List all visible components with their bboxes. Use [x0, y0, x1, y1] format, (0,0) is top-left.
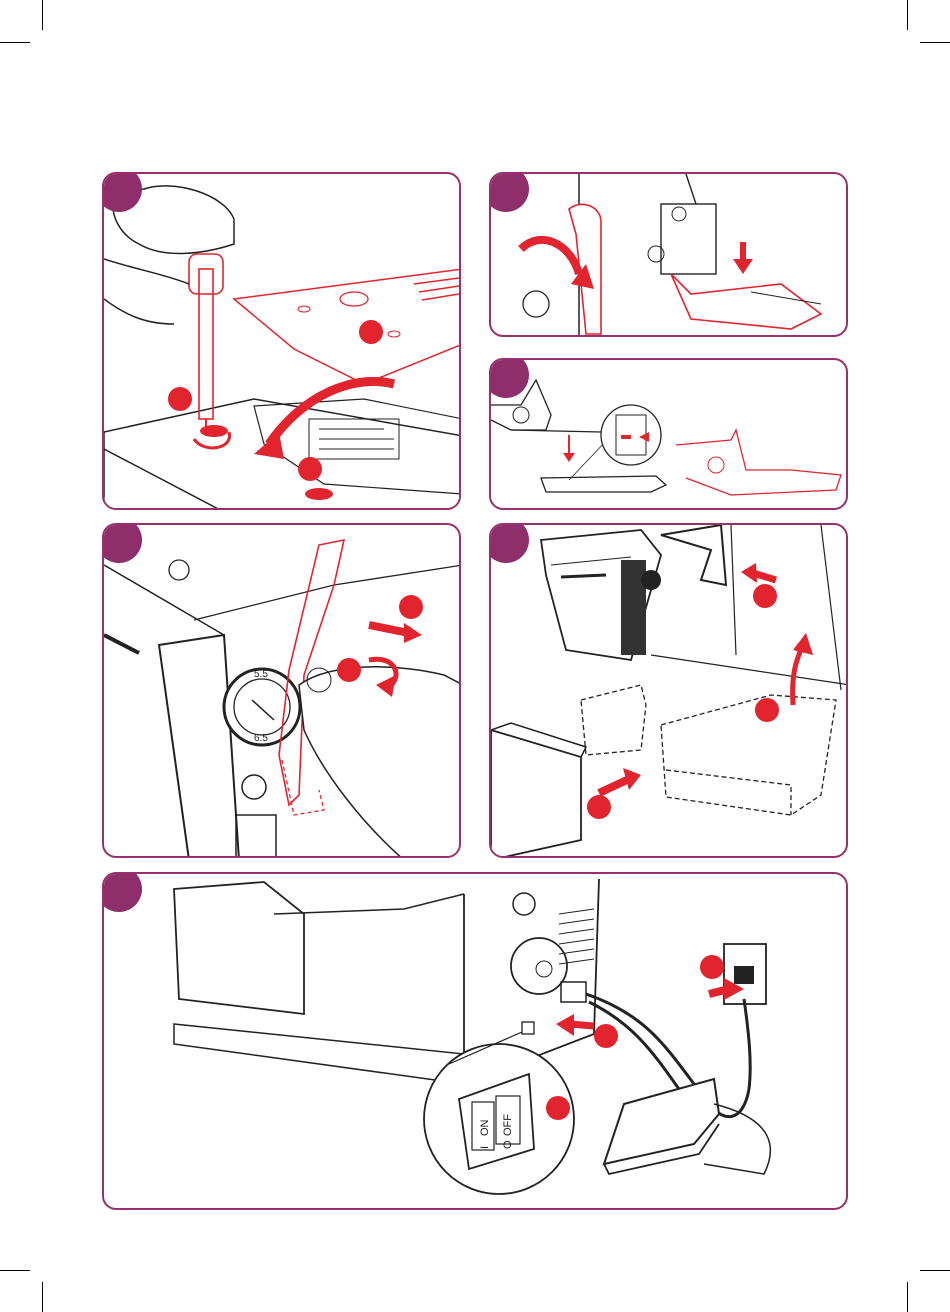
crop-mark	[907, 1282, 908, 1312]
panel-attach-foot	[489, 358, 848, 510]
crop-mark	[907, 0, 908, 30]
presser-foot-illustration	[491, 174, 848, 337]
dial-bottom-label: 6.5	[254, 733, 268, 744]
crop-mark	[920, 1270, 950, 1271]
dial-top-label: 5.5	[254, 669, 268, 680]
callout-dot	[399, 595, 423, 619]
foot-attach-illustration	[491, 360, 848, 510]
callout-dot	[337, 658, 361, 682]
extension-table-illustration	[491, 525, 848, 858]
panel-dial-adjustment: 5.5 6.5	[102, 523, 461, 858]
callout-dot	[594, 1024, 618, 1048]
power-connection-illustration	[104, 874, 848, 1210]
crop-mark	[0, 1270, 30, 1271]
switch-off-label: OFF	[502, 1114, 514, 1136]
panel-extension-table	[489, 523, 848, 858]
crop-mark	[42, 1282, 43, 1312]
callout-dot	[298, 457, 322, 481]
panel-power-connection: ON OFF I O	[102, 872, 848, 1210]
panel-needle-plate-removal	[102, 172, 461, 510]
crop-mark	[0, 42, 30, 43]
switch-off-symbol: O	[502, 1140, 514, 1149]
crop-mark	[920, 42, 950, 43]
callout-dot	[755, 698, 779, 722]
needle-plate-illustration	[104, 174, 461, 510]
callout-dot	[587, 795, 611, 819]
callout-dot	[700, 955, 724, 979]
callout-dot	[546, 1096, 570, 1120]
dial-illustration: 5.5 6.5	[104, 525, 461, 858]
crop-mark	[42, 0, 43, 30]
callout-dot	[359, 320, 383, 344]
switch-on-label: ON	[479, 1120, 491, 1137]
callout-dot	[753, 584, 777, 608]
callout-dot	[168, 387, 192, 411]
switch-on-symbol: I	[479, 1146, 491, 1149]
panel-presser-foot-lever	[489, 172, 848, 337]
